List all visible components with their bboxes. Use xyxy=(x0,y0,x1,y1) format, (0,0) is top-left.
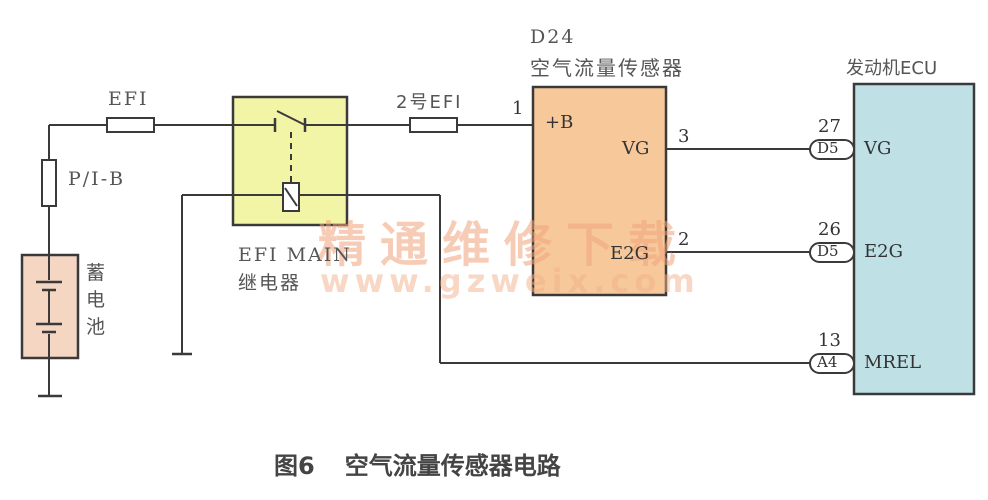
sensor-pin-3-name: VG xyxy=(622,138,650,159)
ecu-box xyxy=(852,82,976,396)
battery-cell-icon xyxy=(36,280,62,334)
battery-label: 蓄 电 池 xyxy=(86,260,107,341)
ecu-pin-name: E2G xyxy=(864,241,903,262)
ecu-pin-num: 13 xyxy=(818,330,841,351)
sensor-box xyxy=(531,85,668,297)
figure-title: 空气流量传感器电路 xyxy=(344,452,561,480)
fuse-pib-icon xyxy=(41,159,57,207)
watermark-text: 精通维修下载 xyxy=(318,217,691,273)
ecu-connector-label: A4 xyxy=(817,353,838,371)
sensor-pin-1-num: 1 xyxy=(512,98,524,119)
watermark-url: www.gzweix.com xyxy=(320,262,700,300)
ecu-connector-label: D5 xyxy=(817,139,839,157)
connector-a4-mrel xyxy=(809,353,855,374)
ecu-pin-name: MREL xyxy=(864,352,922,373)
fuse-efi2-icon xyxy=(409,117,458,133)
battery-label-char: 池 xyxy=(86,316,108,338)
relay-coil-icon xyxy=(182,182,440,212)
fuse-pib-label: P/I-B xyxy=(68,168,126,190)
ecu-pin-num: 27 xyxy=(818,116,841,137)
battery-label-char: 蓄 xyxy=(86,262,108,284)
ecu-pin-num: 26 xyxy=(818,219,841,240)
relay-name-line2: 继电器 xyxy=(238,272,302,294)
sensor-pin-1-name: +B xyxy=(545,112,574,133)
battery-label-char: 电 xyxy=(86,289,108,311)
sensor-pin-2-name: E2G xyxy=(610,243,649,264)
sensor-name: 空气流量传感器 xyxy=(530,56,684,80)
connector-d5-e2g xyxy=(809,242,855,263)
fuse-efi2-label: 2号EFI xyxy=(396,92,463,113)
sensor-pin-2-num: 2 xyxy=(678,229,690,250)
ecu-pin-name: VG xyxy=(864,138,892,159)
relay-switch-icon xyxy=(233,110,347,182)
fuse-efi-icon xyxy=(106,117,155,133)
ecu-connector-label: D5 xyxy=(817,242,839,260)
connector-d5-vg xyxy=(809,139,855,160)
relay-name-line1: EFI MAIN xyxy=(238,244,352,266)
figure-caption: 图6 空气流量传感器电路 xyxy=(274,446,561,481)
fuse-efi-label: EFI xyxy=(108,88,149,110)
sensor-pin-3-num: 3 xyxy=(678,126,690,147)
sensor-code: D24 xyxy=(530,26,576,48)
ecu-name: 发动机ECU xyxy=(846,58,938,79)
figure-number: 图6 xyxy=(274,452,315,480)
